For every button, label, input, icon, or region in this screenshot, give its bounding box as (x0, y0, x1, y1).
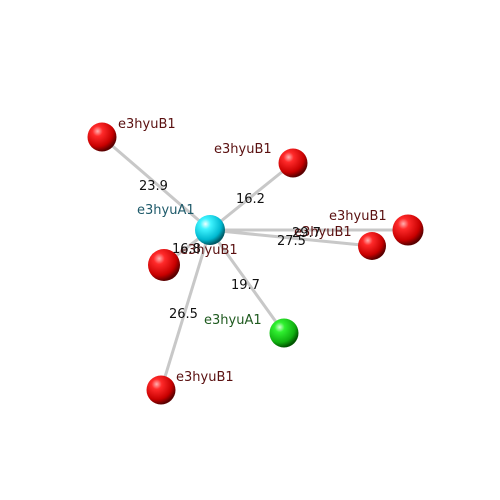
atom-label-a3: e3hyuB1 (329, 209, 387, 224)
atom-center (195, 215, 225, 245)
bond-a2 (209, 161, 294, 232)
atom-a7 (269, 318, 299, 348)
atom-a5 (148, 249, 180, 281)
atom-a2 (278, 148, 308, 178)
atom-a4 (358, 232, 386, 260)
distance-label-a1: 23.9 (139, 179, 168, 194)
bond-a1 (101, 135, 211, 232)
atom-label-a1: e3hyuB1 (118, 117, 176, 132)
atom-a1 (87, 122, 117, 152)
atom-label-a4: e3hyuB1 (294, 225, 352, 240)
distance-label-a2: 16.2 (236, 192, 265, 207)
bond-a4 (209, 228, 373, 248)
distance-label-a4: 27.5 (277, 234, 306, 249)
bond-a7 (208, 229, 286, 334)
atom-label-a2: e3hyuB1 (214, 142, 272, 157)
bond-a6 (159, 229, 212, 391)
distance-label-a6: 26.5 (169, 307, 198, 322)
bonds (101, 135, 408, 391)
atom-a6 (146, 375, 176, 405)
atom-label-a7: e3hyuA1 (204, 313, 262, 328)
atom-labels: e3hyuB1 e3hyuB1 e3hyuB1 e3hyuB1 e3hyuB1 … (118, 117, 387, 385)
atom-label-center: e3hyuA1 (137, 203, 195, 218)
distance-label-a5: 16.8 (172, 242, 201, 257)
distance-labels: 23.9 16.2 29.7 27.5 16.8 19.7 26.5 (139, 179, 321, 322)
atoms (87, 122, 424, 405)
atom-label-a5: e3hyuB1 (180, 243, 238, 258)
atom-a3 (392, 214, 424, 246)
distance-label-a3: 29.7 (292, 226, 321, 241)
distance-label-a7: 19.7 (231, 278, 260, 293)
atom-label-a6: e3hyuB1 (176, 370, 234, 385)
